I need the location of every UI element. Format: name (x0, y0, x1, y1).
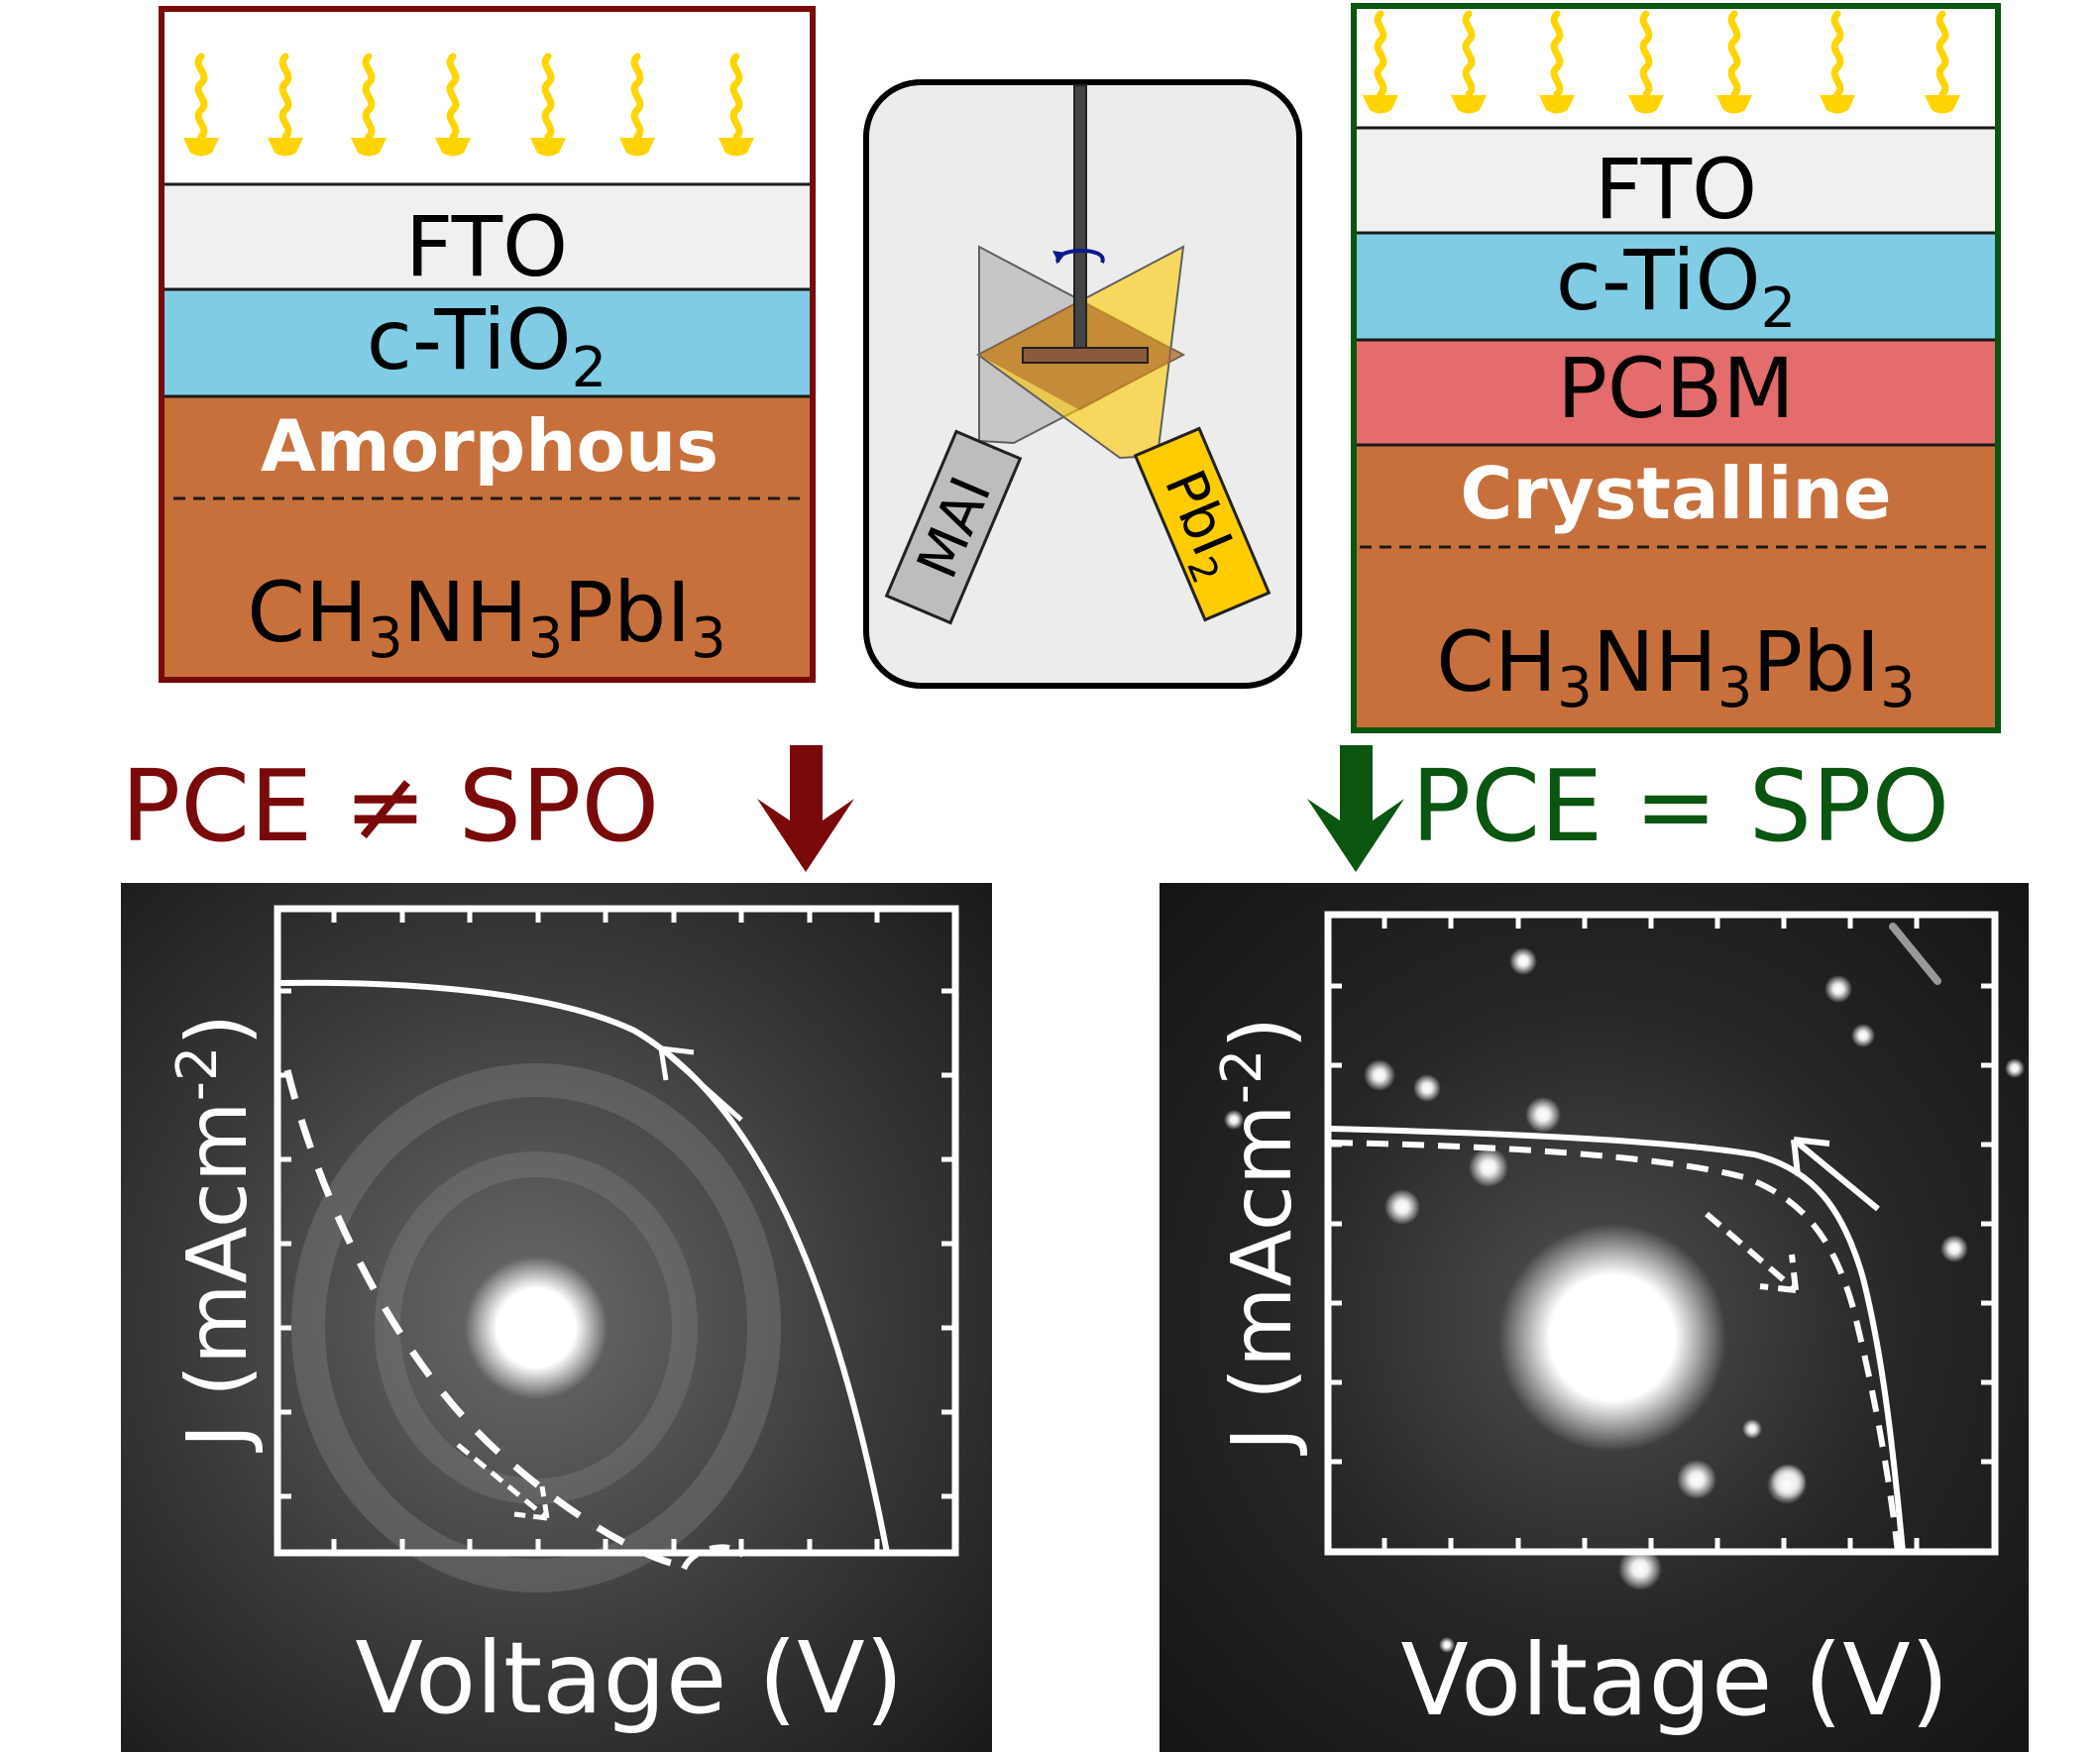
right-formula-label: CH3NH3PbI3 (1436, 613, 1916, 720)
right-down-arrow-icon (1307, 745, 1404, 872)
left-central-spot (465, 1257, 608, 1399)
left-reverse-curve (283, 1069, 675, 1568)
right-perovskite-layer (1352, 443, 2000, 732)
right-phase-label: Crystalline (1460, 452, 1891, 535)
rotation-arrowhead-icon (1052, 251, 1066, 263)
right-forward-curve (1330, 1126, 1906, 1553)
right-up-arrow-icon (1791, 1137, 1880, 1212)
right-diffraction-spots (1224, 923, 2025, 1653)
left-fto-label: FTO (405, 198, 568, 295)
holder-rod (1073, 84, 1087, 356)
right-jv-plot: Voltage (V) J (mAcm-2) (1160, 883, 2029, 1752)
right-down-arrow-dashed-icon (1705, 1211, 1799, 1293)
right-tio2-label: c-TiO2 (1556, 232, 1797, 341)
left-ylabel: J (mAcm-2) (166, 1014, 266, 1454)
right-device-stack: FTO c-TiO2 PCBM Crystalline CH3NH3PbI3 (1351, 3, 2001, 733)
right-ylabel: J (mAcm-2) (1210, 1017, 1310, 1457)
right-xlabel: Voltage (V) (1400, 1622, 1948, 1738)
right-result-label: PCE = SPO (1411, 748, 1949, 864)
evaporation-chamber: MAI PbI2 (863, 79, 1302, 689)
substrate-holder (1022, 347, 1149, 364)
left-tio2-layer (160, 287, 815, 398)
left-tio2-label: c-TiO2 (367, 291, 608, 400)
left-device-stack: FTO c-TiO2 Amorphous CH3NH3PbI3 (159, 6, 816, 683)
left-diffraction-ring-inner (375, 1151, 698, 1504)
right-fto-label: FTO (1595, 141, 1757, 238)
right-reverse-curve (1330, 1140, 1901, 1553)
left-perovskite-layer (160, 394, 815, 682)
left-down-arrow-icon (757, 745, 854, 872)
left-fto-layer (160, 182, 815, 291)
right-pcbm-label: PCBM (1557, 340, 1794, 437)
left-plot-ticks (277, 909, 955, 1553)
right-pcbm-layer (1352, 338, 2000, 447)
left-down-arrow-dashed-icon (456, 1443, 550, 1521)
left-hook-curve (681, 1544, 746, 1571)
left-light-region (162, 9, 813, 184)
left-phase-label: Amorphous (261, 404, 718, 488)
left-forward-curve (279, 979, 890, 1554)
left-diffraction-ring-outer (291, 1063, 781, 1592)
left-xlabel: Voltage (V) (355, 1620, 903, 1736)
right-stack-frame (1351, 3, 2001, 733)
left-stack-frame (159, 6, 816, 683)
right-plot-frame (1324, 911, 1999, 1556)
left-result-label: PCE ≠ SPO (121, 748, 659, 864)
right-plot-ticks (1328, 915, 1995, 1552)
left-plot-frame (274, 905, 959, 1557)
left-jv-plot: Voltage (V) J (mAcm-2) (121, 883, 992, 1752)
right-light-region (1354, 6, 1998, 128)
left-formula-label: CH3NH3PbI3 (247, 564, 726, 671)
left-up-arrow-icon (658, 1045, 743, 1122)
